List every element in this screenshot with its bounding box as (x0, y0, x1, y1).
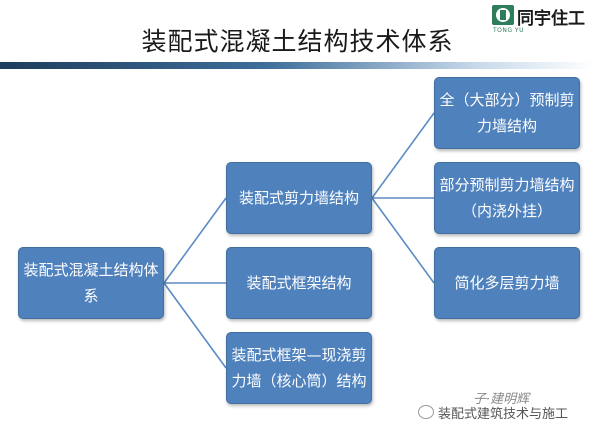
wechat-icon (418, 405, 434, 419)
node-simplified-multistory-shear-wall: 简化多层剪力墙 (434, 247, 580, 319)
node-frame-core-structure: 装配式框架—现浇剪力墙（核心筒）结构 (226, 332, 372, 404)
node-full-precast-shear-wall: 全（大部分）预制剪力墙结构 (434, 77, 580, 149)
footer-text: 装配式建筑技术与施工 (438, 407, 569, 422)
slide-title: 装配式混凝土结构技术体系 (141, 27, 454, 56)
connector-root-to-shear-wall (163, 197, 227, 284)
logo-text: 同宇住工 (517, 9, 585, 29)
node-shear-wall-structure: 装配式剪力墙结构 (226, 162, 372, 234)
node-root: 装配式混凝土结构体系 (18, 247, 164, 319)
company-logo: 同宇住工 TONG YU (492, 3, 592, 37)
node-partial-precast-shear-wall: 部分预制剪力墙结构（内浇外挂） (434, 162, 580, 234)
logo-icon (492, 5, 514, 25)
title-divider (0, 62, 595, 69)
footer-stamp: 子·建明辉 (473, 392, 530, 407)
connector-root-to-frame-core (163, 282, 227, 369)
logo-subtext: TONG YU (493, 27, 524, 34)
connector-shear-wall-to-multistory (371, 197, 435, 284)
connector-shear-wall-to-full-precast (371, 112, 435, 199)
node-frame-structure: 装配式框架结构 (226, 247, 372, 319)
